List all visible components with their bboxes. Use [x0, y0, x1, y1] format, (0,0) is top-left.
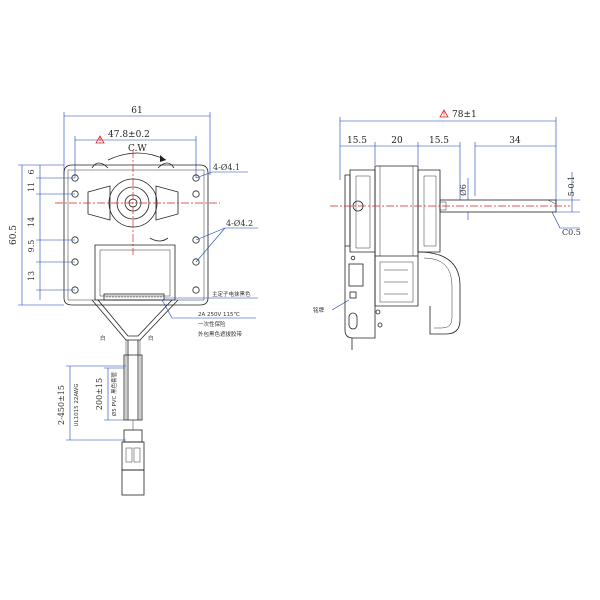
- note-fuse-2: 一次性保险: [198, 320, 226, 328]
- front-view: 61 ! 47.8±0.2 C.W: [9, 106, 258, 496]
- sleeve-length: 200±15: [95, 378, 104, 410]
- dim-vertical-9-5: 9.5: [27, 240, 36, 253]
- lead-length-total: 2-450±15: [57, 385, 66, 425]
- nameplate: [348, 263, 364, 287]
- lead-label-right: 白: [148, 334, 154, 342]
- dim-vertical-11: 11: [27, 182, 36, 192]
- dim-15-5-a: 15.5: [347, 136, 367, 146]
- dim-vertical-13: 13: [27, 271, 36, 281]
- dim-shaft-flat: 5-0.1: [567, 176, 576, 197]
- note-coil: 主定子电抹黑色: [212, 290, 251, 298]
- label-nameplate: 铭牌: [313, 306, 325, 314]
- lead-label-left: 白: [100, 334, 106, 342]
- sleeve-spec: Ø5 PVC 黑色套管: [110, 371, 118, 416]
- note-tape: 外包黑色遮拔胶带: [198, 330, 243, 338]
- dim-15-5-b: 15.5: [429, 136, 449, 146]
- rotation-direction: C.W: [128, 144, 147, 154]
- dim-total-height: 60.5: [9, 225, 19, 245]
- svg-text:!: !: [443, 111, 446, 119]
- mounting-holes: [71, 174, 200, 294]
- side-view: ! 78±1 15.5 20 15.5 34 Ø6: [313, 109, 581, 350]
- dim-shaft-diameter: Ø6: [459, 184, 468, 196]
- hole-spec-top: 4-Ø4.1: [213, 163, 240, 172]
- dim-vertical-14: 14: [27, 217, 36, 227]
- lead-spec: UL1015 22AWG: [74, 384, 80, 427]
- warning-triangle-icon: !: [95, 135, 105, 145]
- hole-spec-bottom: 4-Ø4.2: [226, 219, 253, 228]
- warning-triangle-icon: !: [439, 109, 449, 119]
- rotation-arrow-icon: [107, 152, 167, 161]
- dim-total-length: 78±1: [452, 110, 477, 120]
- note-fuse: 2A 250V 115℃: [198, 311, 240, 318]
- dim-34: 34: [509, 136, 521, 146]
- dim-vertical-6: 6: [27, 169, 36, 174]
- svg-text:!: !: [99, 137, 102, 145]
- dim-hole-spacing: 47.8±0.2: [108, 130, 150, 140]
- dim-total-width: 61: [131, 106, 142, 116]
- dim-20: 20: [391, 136, 403, 146]
- dim-chamfer: C0.5: [562, 228, 581, 237]
